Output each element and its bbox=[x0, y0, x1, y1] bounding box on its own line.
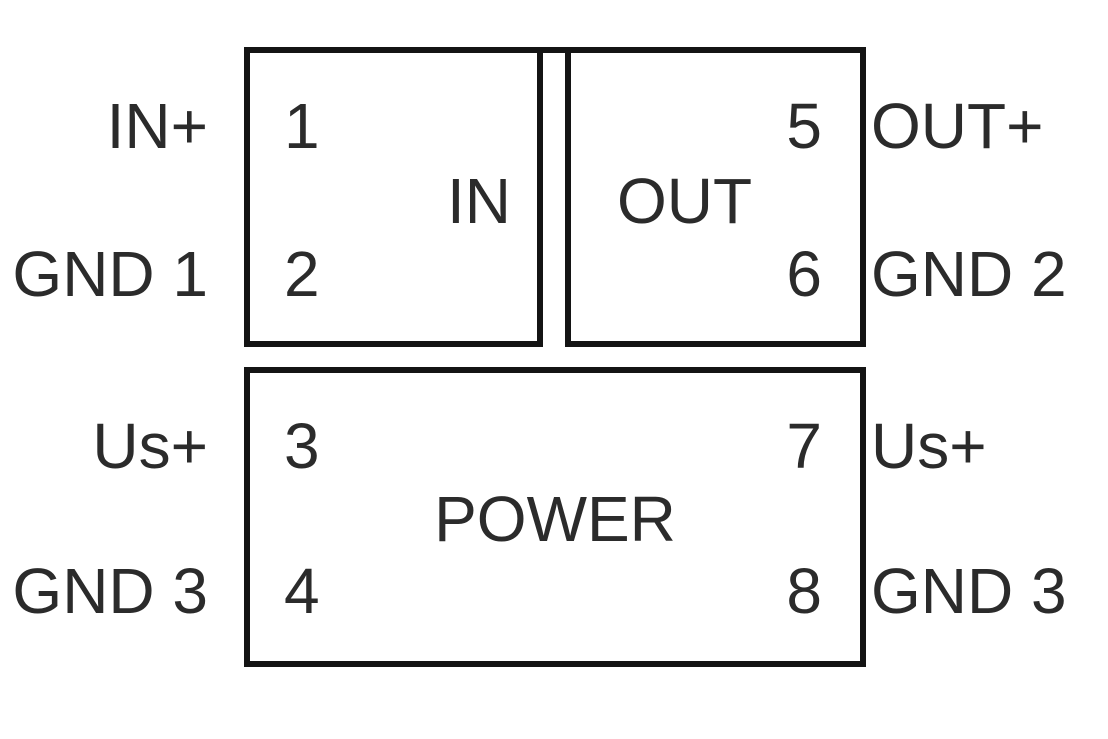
power-block-outline bbox=[244, 367, 866, 667]
external-label-us-plus-right: Us+ bbox=[871, 410, 987, 482]
external-label-gnd-2: GND 2 bbox=[871, 238, 1067, 310]
out-block-outline bbox=[565, 47, 866, 347]
in-block-label: IN bbox=[447, 165, 511, 237]
top-border-connector-line bbox=[537, 47, 571, 53]
pin-6-number: 6 bbox=[786, 238, 822, 310]
pin-5-number: 5 bbox=[786, 90, 822, 162]
pin-4-number: 4 bbox=[284, 555, 320, 627]
external-label-us-plus-left: Us+ bbox=[92, 410, 208, 482]
pin-1-number: 1 bbox=[284, 90, 320, 162]
pin-7-number: 7 bbox=[786, 410, 822, 482]
in-block-outline bbox=[244, 47, 543, 347]
external-label-gnd-3-right: GND 3 bbox=[871, 555, 1067, 627]
pin-3-number: 3 bbox=[284, 410, 320, 482]
external-label-gnd-1: GND 1 bbox=[12, 238, 208, 310]
out-block-label: OUT bbox=[617, 165, 753, 237]
pin-8-number: 8 bbox=[786, 555, 822, 627]
external-label-in-plus: IN+ bbox=[106, 90, 208, 162]
power-block-label: POWER bbox=[434, 483, 676, 555]
external-label-out-plus: OUT+ bbox=[871, 90, 1044, 162]
external-label-gnd-3-left: GND 3 bbox=[12, 555, 208, 627]
pin-2-number: 2 bbox=[284, 238, 320, 310]
